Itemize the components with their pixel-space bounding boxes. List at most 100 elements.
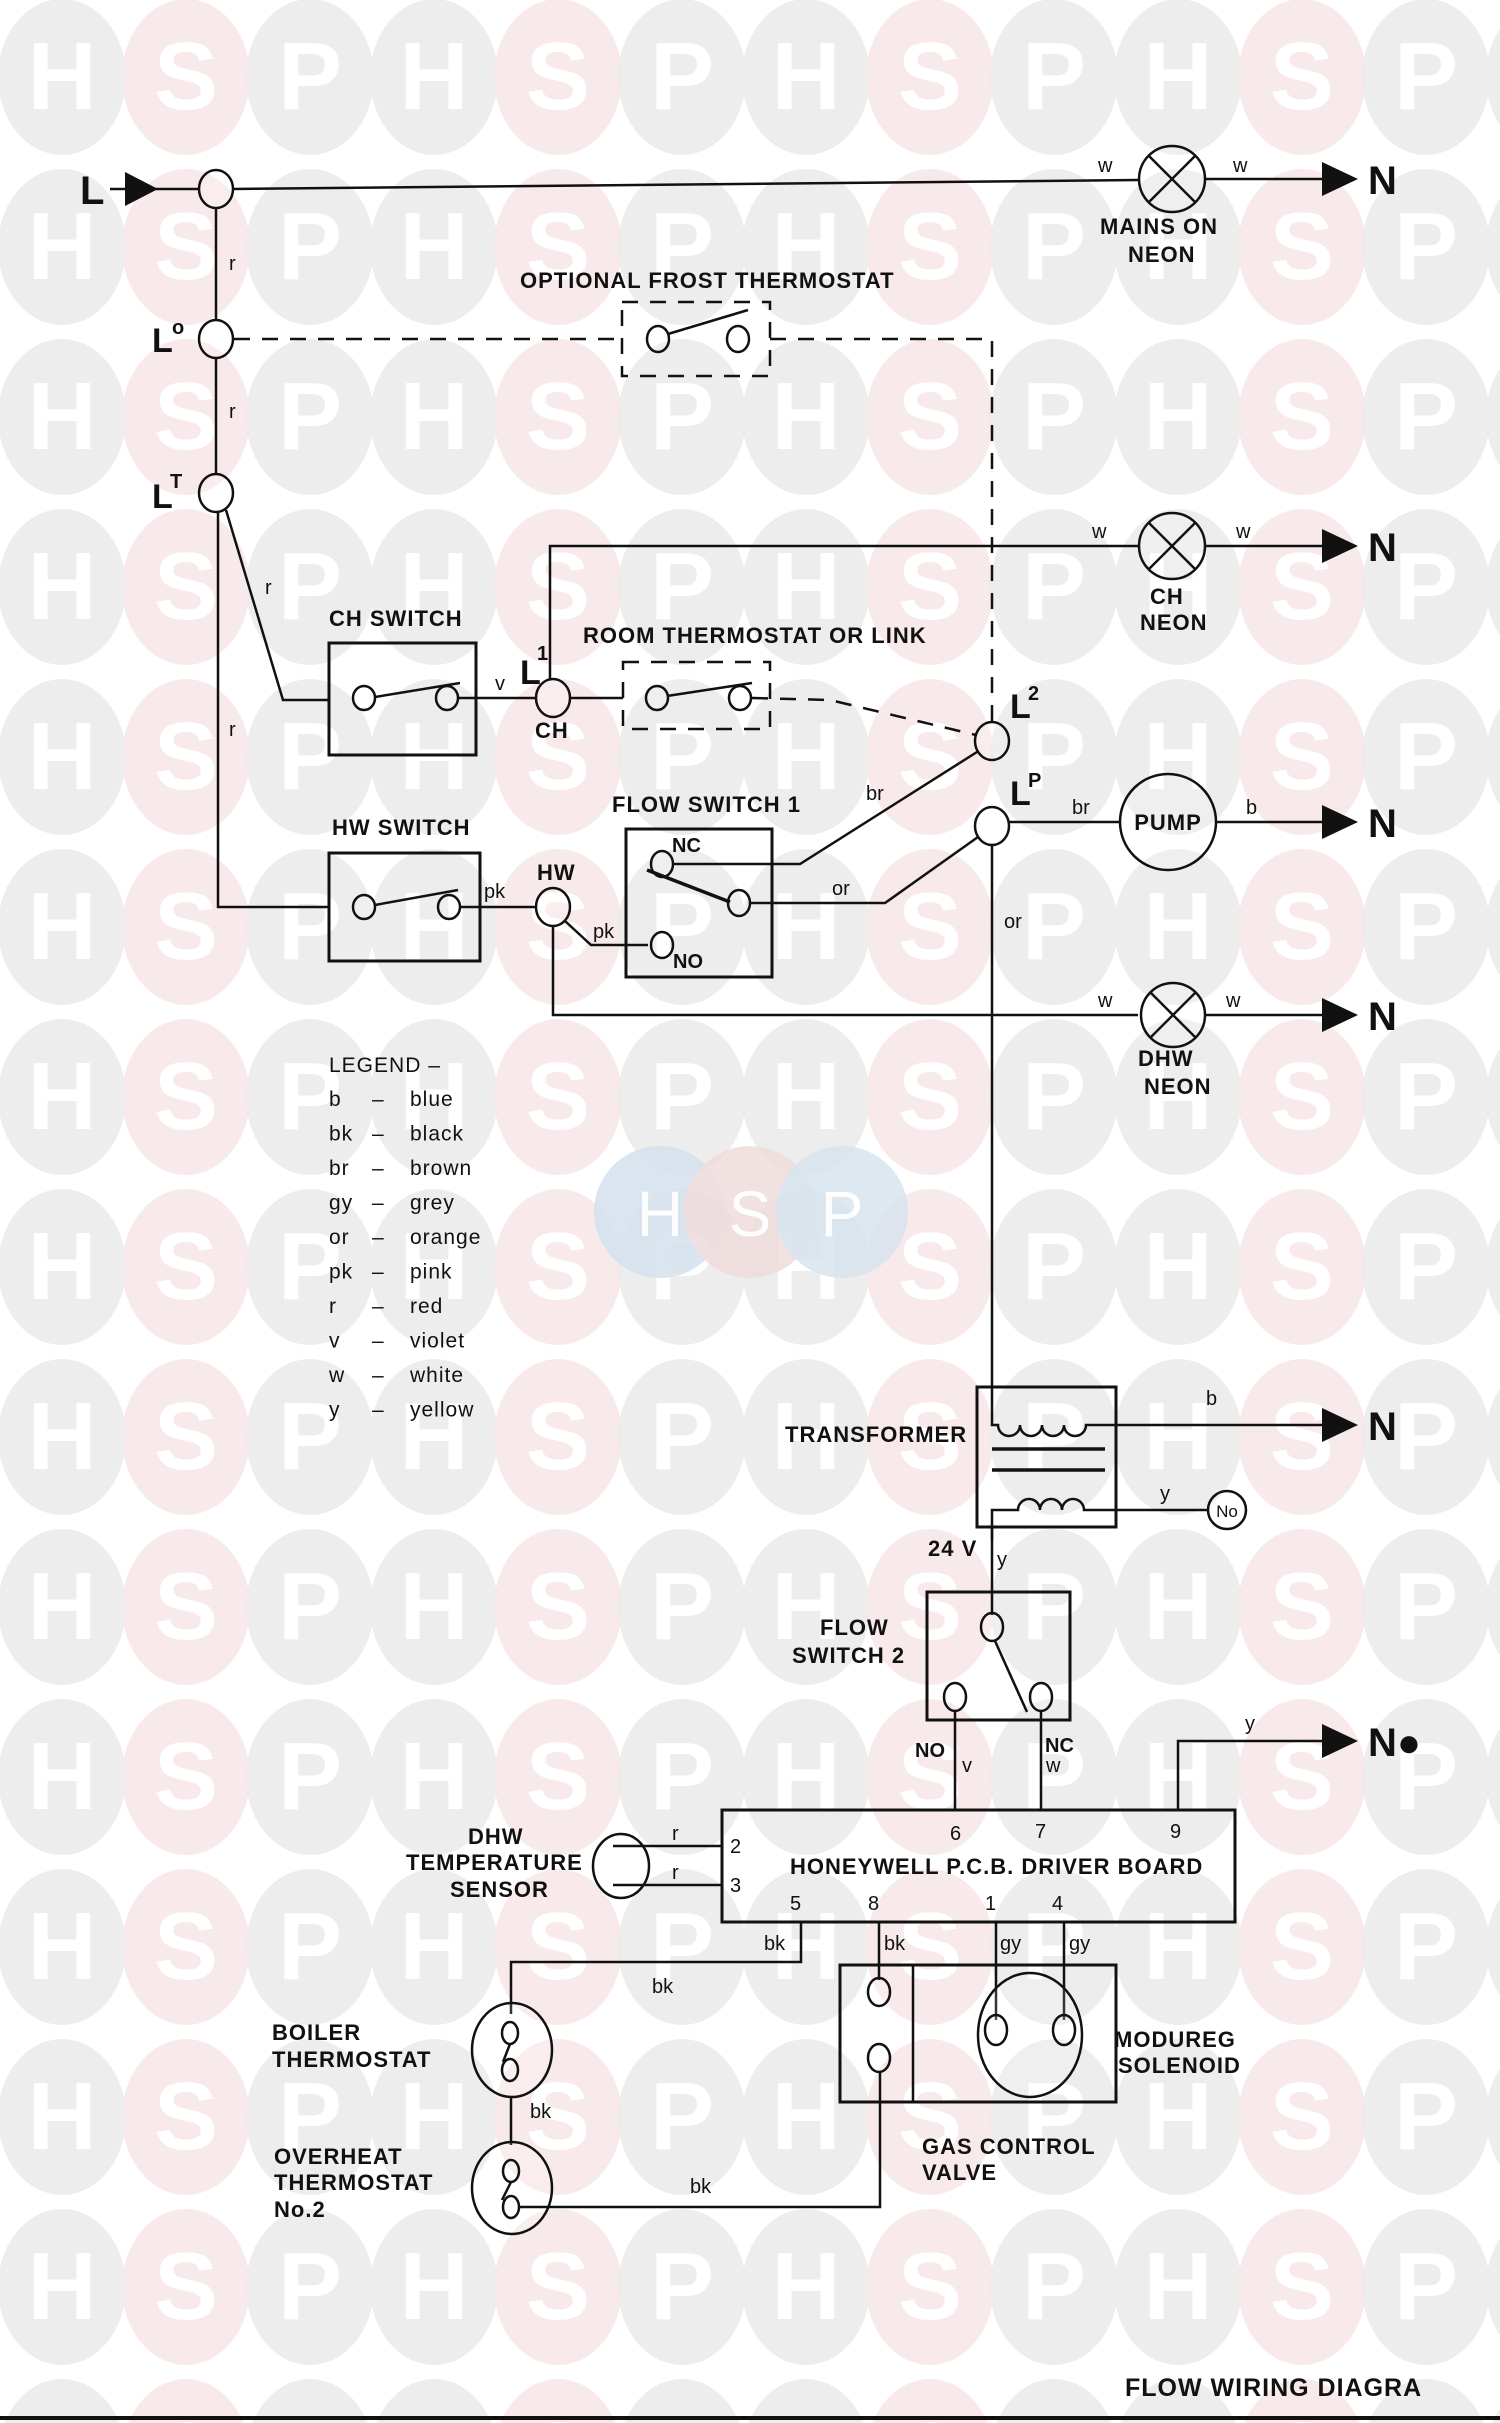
svg-text:P: P bbox=[1394, 2233, 1458, 2340]
svg-text:S: S bbox=[526, 1723, 590, 1830]
svg-text:P: P bbox=[1022, 193, 1086, 300]
svg-text:H: H bbox=[771, 533, 840, 640]
svg-text:P: P bbox=[650, 1383, 714, 1490]
neutral-o-label: No bbox=[1216, 1502, 1238, 1521]
svg-text:S: S bbox=[526, 1383, 590, 1490]
watermark-tile: S bbox=[122, 339, 250, 495]
watermark-tile: H bbox=[742, 169, 870, 325]
watermark-tile: H bbox=[0, 2209, 126, 2365]
svg-text:P: P bbox=[278, 2233, 342, 2340]
mains-neon-label: MAINS ON bbox=[1100, 214, 1218, 239]
dhw-neon-label: NEON bbox=[1144, 1074, 1212, 1099]
watermark-tile: S bbox=[1238, 1189, 1366, 1345]
legend-code: or bbox=[329, 1226, 350, 1249]
watermark-tile: H bbox=[1486, 878, 1500, 976]
svg-text:S: S bbox=[154, 1383, 218, 1490]
watermark-tile: S bbox=[494, 509, 622, 665]
terminal-hw-label: HW bbox=[537, 860, 576, 885]
watermark-tile: P bbox=[1362, 509, 1490, 665]
wire-ch-neon bbox=[548, 544, 1138, 679]
pcb-pin-2: 2 bbox=[730, 1836, 741, 1858]
pcb-pin-5: 5 bbox=[790, 1893, 801, 1915]
watermark-tile: S bbox=[866, 1529, 994, 1685]
svg-text:S: S bbox=[154, 1553, 218, 1660]
logo-h: H bbox=[637, 1178, 683, 1250]
svg-text:P: P bbox=[1394, 23, 1458, 130]
pcb-pin-3: 3 bbox=[730, 1875, 741, 1897]
svg-text:H: H bbox=[1143, 1553, 1212, 1660]
transformer-label: TRANSFORMER bbox=[785, 1422, 967, 1447]
watermark-tile: H bbox=[0, 0, 126, 155]
svg-text:P: P bbox=[1394, 873, 1458, 980]
pcb-driver-board bbox=[720, 1808, 1237, 1924]
watermark-tile: S bbox=[1238, 2209, 1366, 2365]
watermark-tile: H bbox=[742, 849, 870, 1005]
wire-label-pk: pk bbox=[593, 921, 615, 943]
watermark-tile: H bbox=[742, 1869, 870, 2025]
svg-text:S: S bbox=[154, 873, 218, 980]
legend-color: white bbox=[409, 1364, 464, 1387]
svg-text:P: P bbox=[1022, 1043, 1086, 1150]
watermark-tile: H bbox=[742, 679, 870, 835]
gas-control-valve-box bbox=[838, 1963, 1118, 2104]
watermark-tile: P bbox=[1362, 1019, 1490, 1175]
svg-text:S: S bbox=[898, 193, 962, 300]
svg-text:P: P bbox=[1394, 1723, 1458, 1830]
watermark-tile: H bbox=[370, 1359, 498, 1515]
flow-switch-2-icon bbox=[942, 1611, 1054, 1713]
watermark-tile: P bbox=[618, 1529, 746, 1685]
watermark-tile: S bbox=[494, 849, 622, 1005]
legend-code: br bbox=[329, 1157, 350, 1180]
svg-text:H: H bbox=[1143, 1383, 1212, 1490]
svg-text:P: P bbox=[1022, 1553, 1086, 1660]
svg-text:H: H bbox=[399, 363, 468, 470]
watermark-tile: H bbox=[1486, 1388, 1500, 1486]
svg-text:H: H bbox=[1143, 1043, 1212, 1150]
pcb-pin-9: 9 bbox=[1170, 1821, 1181, 1843]
svg-text:S: S bbox=[898, 1213, 962, 1320]
ch-neon-label: CH bbox=[1150, 584, 1184, 609]
svg-text:S: S bbox=[526, 193, 590, 300]
watermark-tile: S bbox=[1238, 1869, 1366, 2025]
svg-text:P: P bbox=[650, 1723, 714, 1830]
watermark-tile: S bbox=[494, 1189, 622, 1345]
overheat-thermostat-label: THERMOSTAT bbox=[274, 2170, 434, 2195]
wire-label-r: r bbox=[265, 577, 272, 599]
svg-text:S: S bbox=[154, 533, 218, 640]
svg-text:H: H bbox=[771, 1723, 840, 1830]
watermark-tile: S bbox=[866, 679, 994, 835]
neutral-arrow-icon bbox=[1322, 1408, 1358, 1442]
watermark-tile: P bbox=[1362, 849, 1490, 1005]
terminal-l2 bbox=[973, 720, 1011, 762]
legend-dash: – bbox=[372, 1399, 385, 1422]
watermark-tile: S bbox=[1238, 1529, 1366, 1685]
svg-text:P: P bbox=[1022, 873, 1086, 980]
wire-label-or: or bbox=[832, 878, 850, 900]
watermark-tile: H bbox=[742, 2039, 870, 2195]
boiler-thermostat-icon bbox=[470, 2001, 554, 2099]
terminal-l bbox=[197, 168, 235, 210]
legend-dash: – bbox=[372, 1192, 385, 1215]
gas-valve-label: VALVE bbox=[922, 2160, 997, 2185]
watermark-tile: P bbox=[246, 1529, 374, 1685]
watermark-tile: P bbox=[246, 1359, 374, 1515]
svg-text:S: S bbox=[154, 2233, 218, 2340]
pump-label: PUMP bbox=[1134, 810, 1202, 835]
wire-lt-hw-switch bbox=[216, 512, 329, 909]
flow-switch-2-no: NO bbox=[915, 1740, 945, 1762]
watermark-tile: H bbox=[0, 1189, 126, 1345]
svg-text:H: H bbox=[771, 2233, 840, 2340]
svg-text:S: S bbox=[154, 1893, 218, 2000]
watermark-tile: H bbox=[370, 1699, 498, 1855]
modureg-solenoid-icon bbox=[976, 1971, 1084, 2099]
center-hsp-logo: H S P bbox=[594, 1146, 908, 1278]
watermark-tile: P bbox=[246, 339, 374, 495]
svg-text:H: H bbox=[771, 1553, 840, 1660]
watermark-tile: P bbox=[990, 1699, 1118, 1855]
svg-text:H: H bbox=[27, 1723, 96, 1830]
watermark-tile: H bbox=[1486, 1218, 1500, 1316]
wire-hw-flow-no bbox=[564, 920, 648, 947]
watermark-tile: S bbox=[866, 2209, 994, 2365]
legend-item: or–orange bbox=[329, 1226, 480, 1249]
